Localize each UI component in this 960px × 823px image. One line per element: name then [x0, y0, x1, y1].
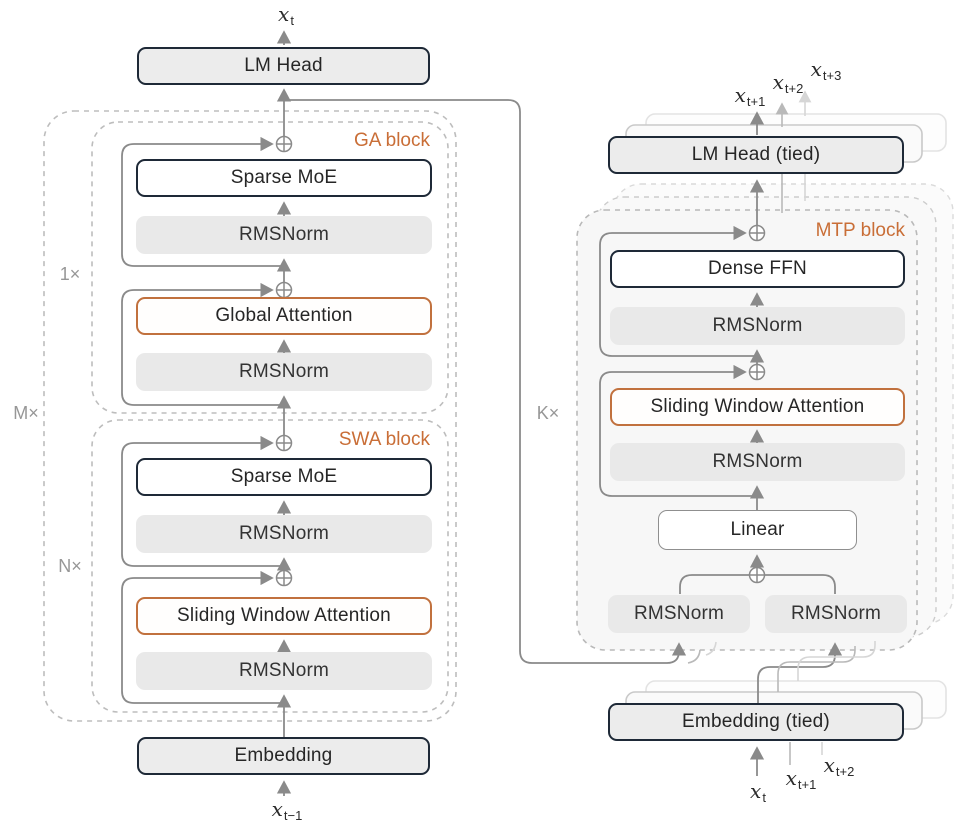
- echo2-arrival-curve: [705, 641, 717, 656]
- box-rmsnorm-swa-upper: RMSNorm: [136, 515, 432, 553]
- repeat-n-label: N×: [58, 556, 82, 576]
- output-label-xtp2: xt+2: [772, 70, 804, 96]
- output-label-xtp3: xt+3: [810, 57, 842, 83]
- ga-block-region: [91, 121, 449, 414]
- input-label-xtm1: xt−1: [271, 797, 303, 823]
- box-embedding: Embedding: [137, 737, 430, 775]
- ga-block-label: GA block: [353, 130, 430, 151]
- output-label-xtp1: xt+1: [734, 83, 766, 109]
- input-label-xtp2: xt+2: [823, 753, 855, 779]
- box-lm-head: LM Head: [137, 47, 430, 85]
- add-icon-ga-moe: [275, 135, 293, 153]
- box-sliding-window-attention-mtp: Sliding Window Attention: [610, 388, 905, 426]
- skip-ffn-mtp: [599, 225, 757, 357]
- box-embedding-tied: Embedding (tied): [608, 703, 904, 741]
- wire-concat-right: [765, 574, 836, 594]
- skip-attn-swa: [121, 570, 284, 704]
- echo1-embed-jog: [777, 646, 856, 692]
- box-rmsnorm-mtp-upper: RMSNorm: [610, 307, 905, 345]
- box-sparse-moe-swa: Sparse MoE: [136, 458, 432, 496]
- add-icon-mtp-concat: [748, 566, 766, 584]
- echo1-arrival-curve: [687, 649, 701, 664]
- box-rmsnorm-concat-left: RMSNorm: [608, 595, 750, 633]
- skip-attn-ga: [121, 282, 284, 406]
- repeat-k-label: K×: [536, 403, 560, 423]
- input-label-xt: xt: [750, 779, 766, 805]
- box-sparse-moe-ga: Sparse MoE: [136, 159, 432, 197]
- residual-add-symbols: [275, 135, 766, 587]
- box-rmsnorm-ga-upper: RMSNorm: [136, 216, 432, 254]
- repeat-m-label: M×: [13, 403, 39, 423]
- repeat-1-label: 1×: [59, 264, 81, 284]
- add-icon-mtp-attn: [748, 363, 766, 381]
- mtp-block-label: MTP block: [815, 220, 905, 241]
- swa-block-label: SWA block: [338, 429, 430, 450]
- box-global-attention: Global Attention: [136, 297, 432, 335]
- add-icon-swa-moe: [275, 434, 293, 452]
- box-lm-head-tied: LM Head (tied): [608, 136, 904, 174]
- box-rmsnorm-concat-right: RMSNorm: [765, 595, 907, 633]
- box-dense-ffn: Dense FFN: [610, 250, 905, 288]
- wire-branch-to-mtp: [284, 99, 687, 664]
- skip-moe-swa: [121, 435, 284, 567]
- box-linear: Linear: [658, 510, 857, 550]
- echo2-embed-jog: [797, 641, 876, 681]
- box-rmsnorm-swa-lower: RMSNorm: [136, 652, 432, 690]
- add-icon-swa-attn: [275, 569, 293, 587]
- skip-attn-mtp: [599, 364, 757, 497]
- swa-block-region: [91, 419, 449, 713]
- skip-moe-ga: [121, 136, 284, 267]
- input-label-xtp1: xt+1: [785, 766, 817, 792]
- add-icon-mtp-ffn: [748, 224, 766, 242]
- box-rmsnorm-mtp-lower: RMSNorm: [610, 443, 905, 481]
- left-outer-repeat-region: [43, 110, 457, 722]
- wire-concat-left: [679, 574, 749, 594]
- output-label-xt: xt: [278, 2, 294, 28]
- box-rmsnorm-ga-lower: RMSNorm: [136, 353, 432, 391]
- wire-embed-tied-to-rmsnorm: [757, 642, 843, 703]
- add-icon-ga-attn: [275, 281, 293, 299]
- box-sliding-window-attention-left: Sliding Window Attention: [136, 597, 432, 635]
